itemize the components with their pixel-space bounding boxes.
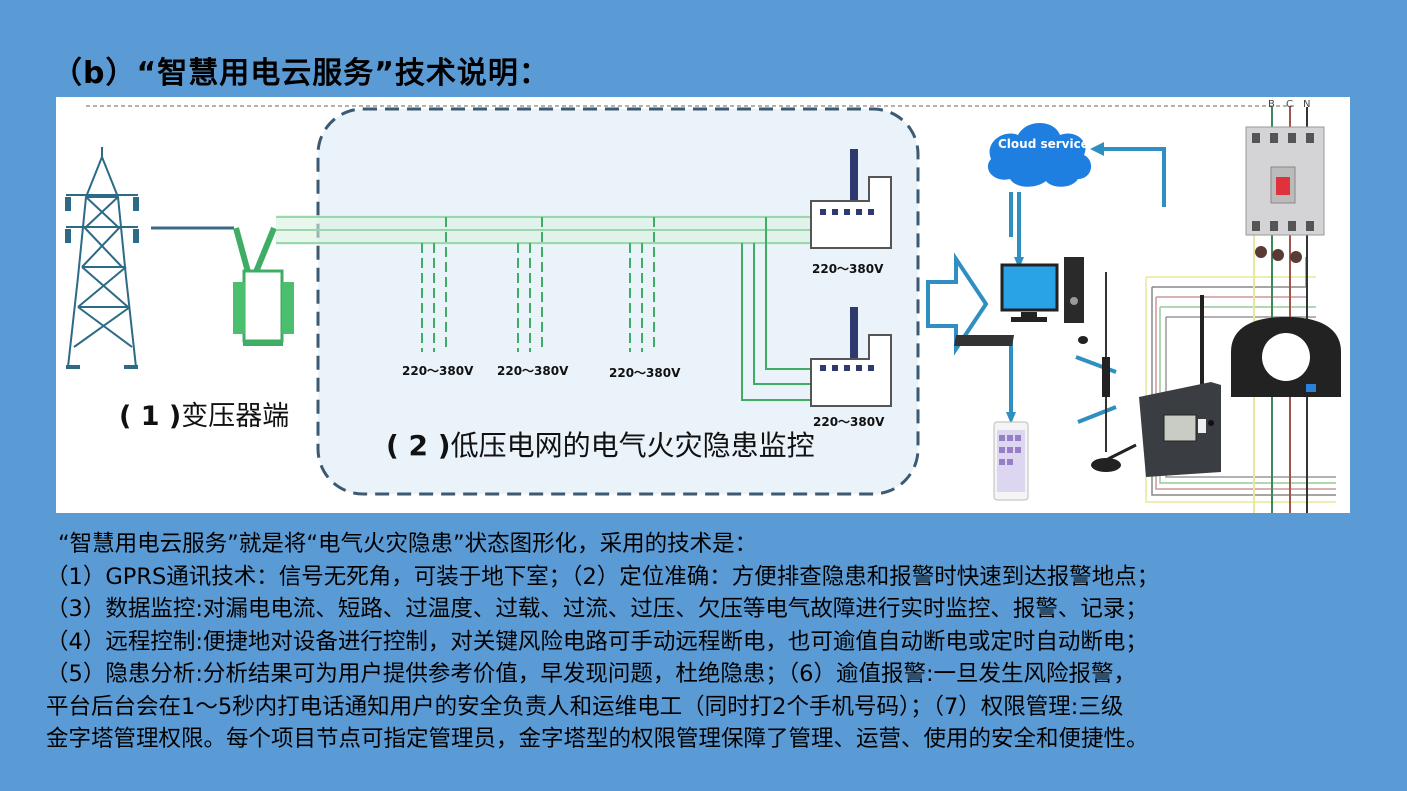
phase-label: C <box>1286 99 1293 110</box>
power-tower-icon <box>65 147 139 369</box>
description-line: “智慧用电云服务”就是将“电气火灾隐患”状态图形化，采用的技术是： <box>58 531 758 557</box>
factory-icon <box>810 149 892 249</box>
description-paragraph: “智慧用电云服务”就是将“电气火灾隐患”状态图形化，采用的技术是： （1）GPR… <box>46 528 1406 756</box>
antenna-icon <box>1091 272 1137 472</box>
description-line: 平台后台会在1～5秒内打电话通知用户的安全负责人和运维电工（同时打2个手机号码）… <box>46 693 1124 720</box>
voltage-label: 220～380V <box>813 415 885 429</box>
description-line: （5）隐患分析:分析结果可为用户提供参考价值，早发现问题，杜绝隐患；（6）逾值报… <box>46 661 1137 687</box>
phase-label: N <box>1303 99 1311 110</box>
slide-title: （b）“智慧用电云服务”技术说明： <box>52 56 550 91</box>
section2-number: ( 2 ) <box>386 429 451 462</box>
computer-icon <box>954 257 1088 346</box>
cloud-icon <box>987 123 1092 187</box>
phone-icon <box>993 421 1029 501</box>
circuit-breaker-icon <box>1245 126 1325 263</box>
current-transformer-icon <box>1231 317 1341 397</box>
description-line: （4）远程控制:便捷地对设备进行控制，对关键风险电路可手动远程断电，也可逾值自动… <box>46 628 1148 655</box>
transformer-icon <box>233 226 294 346</box>
voltage-label: 220～380V <box>609 366 681 380</box>
cloud-service-label: Cloud service <box>998 137 1089 151</box>
system-diagram: ( 1 )变压器端 ( 2 )低压电网的电气火灾隐患监控 220～380V 22… <box>56 97 1350 513</box>
voltage-label: 220～380V <box>402 364 474 378</box>
voltage-label: 220～380V <box>812 262 884 276</box>
section1-label: ( 1 )变压器端 <box>119 394 289 433</box>
low-voltage-region <box>316 107 920 496</box>
factory-icon <box>810 307 892 407</box>
voltage-label: 220～380V <box>497 364 569 378</box>
section1-text: 变压器端 <box>181 401 290 432</box>
signal-wires <box>1145 107 1336 513</box>
description-line: （3）数据监控:对漏电电流、短路、过温度、过载、过流、过压、欠压等电气故障进行实… <box>46 596 1148 622</box>
phase-label: B <box>1268 99 1275 110</box>
arrow-right-icon <box>926 252 989 356</box>
section1-number: ( 1 ) <box>119 401 182 432</box>
description-line: （1）GPRS通讯技术：信号无死角，可装于地下室；（2）定位准确：方便排查隐患和… <box>46 563 1160 590</box>
controller-icon <box>1139 295 1221 477</box>
section2-text: 低压电网的电气火灾隐患监控 <box>450 429 815 462</box>
section2-label: ( 2 )低压电网的电气火灾隐患监控 <box>386 424 815 464</box>
bus-lines <box>276 215 811 401</box>
description-line: 金字塔管理权限。每个项目节点可指定管理员，金字塔型的权限管理保障了管理、运营、使… <box>46 726 1149 752</box>
